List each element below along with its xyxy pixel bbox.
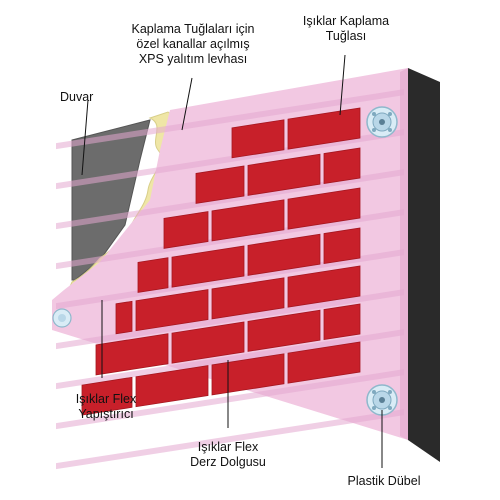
brick — [137, 257, 169, 293]
board-channel — [56, 329, 404, 390]
brick — [95, 333, 169, 376]
plastic-dowel-bottom — [366, 384, 398, 416]
plastic-dowel-left — [52, 308, 72, 328]
label-flex-adhesive: Işıklar Flex Yapıştırıcı — [60, 392, 152, 422]
label-cladding-brick: Işıklar Kaplama Tuğlası — [288, 14, 404, 44]
brick — [287, 341, 361, 384]
brick — [135, 289, 209, 332]
board-channel — [56, 409, 404, 470]
label-xps-board-line2: özel kanallar açılmış — [136, 37, 250, 51]
leader-xps-board — [181, 77, 193, 131]
label-flex-adhesive-line2: Yapıştırıcı — [78, 407, 134, 421]
plastic-dowel-top — [366, 106, 398, 138]
brick — [211, 199, 285, 242]
brick — [211, 353, 285, 396]
wall-side-edge — [408, 68, 440, 462]
label-flex-grout: Işıklar Flex Derz Dolgusu — [180, 440, 276, 470]
brick — [231, 119, 285, 159]
wall-layer — [71, 119, 151, 281]
brick — [81, 376, 133, 416]
label-wall: Duvar — [60, 90, 94, 104]
brick — [287, 265, 361, 308]
label-flex-adhesive-line1: Işıklar Flex — [75, 392, 137, 406]
brick — [323, 147, 361, 185]
brick — [323, 303, 361, 341]
label-cladding-brick-line1: Işıklar Kaplama — [302, 14, 390, 28]
label-cladding-brick-line2: Tuğlası — [325, 29, 367, 43]
brick — [195, 165, 245, 204]
board-channel — [56, 89, 404, 150]
brick — [115, 300, 133, 335]
label-flex-grout-line2: Derz Dolgusu — [190, 455, 266, 469]
brick — [171, 245, 245, 288]
brick — [163, 211, 209, 249]
label-plastic-dowel: Plastik Dübel — [347, 474, 421, 488]
leader-wall — [81, 99, 89, 176]
board-channel — [56, 289, 404, 350]
cladding-bricks — [81, 107, 361, 416]
leader-cladding-brick — [339, 54, 346, 116]
label-xps-board: Kaplama Tuğlaları için özel kanallar açı… — [108, 22, 278, 67]
brick — [171, 321, 245, 364]
board-channel — [56, 369, 404, 430]
label-flex-grout-line1: Işıklar Flex — [197, 440, 259, 454]
brick — [287, 107, 361, 150]
label-xps-board-line1: Kaplama Tuğlaları için — [131, 22, 255, 36]
brick — [323, 227, 361, 265]
brick — [287, 187, 361, 230]
brick — [247, 233, 321, 276]
brick — [211, 277, 285, 320]
label-xps-board-line3: XPS yalıtım levhası — [138, 52, 248, 66]
brick — [247, 309, 321, 352]
brick — [247, 153, 321, 196]
brick — [135, 365, 209, 408]
